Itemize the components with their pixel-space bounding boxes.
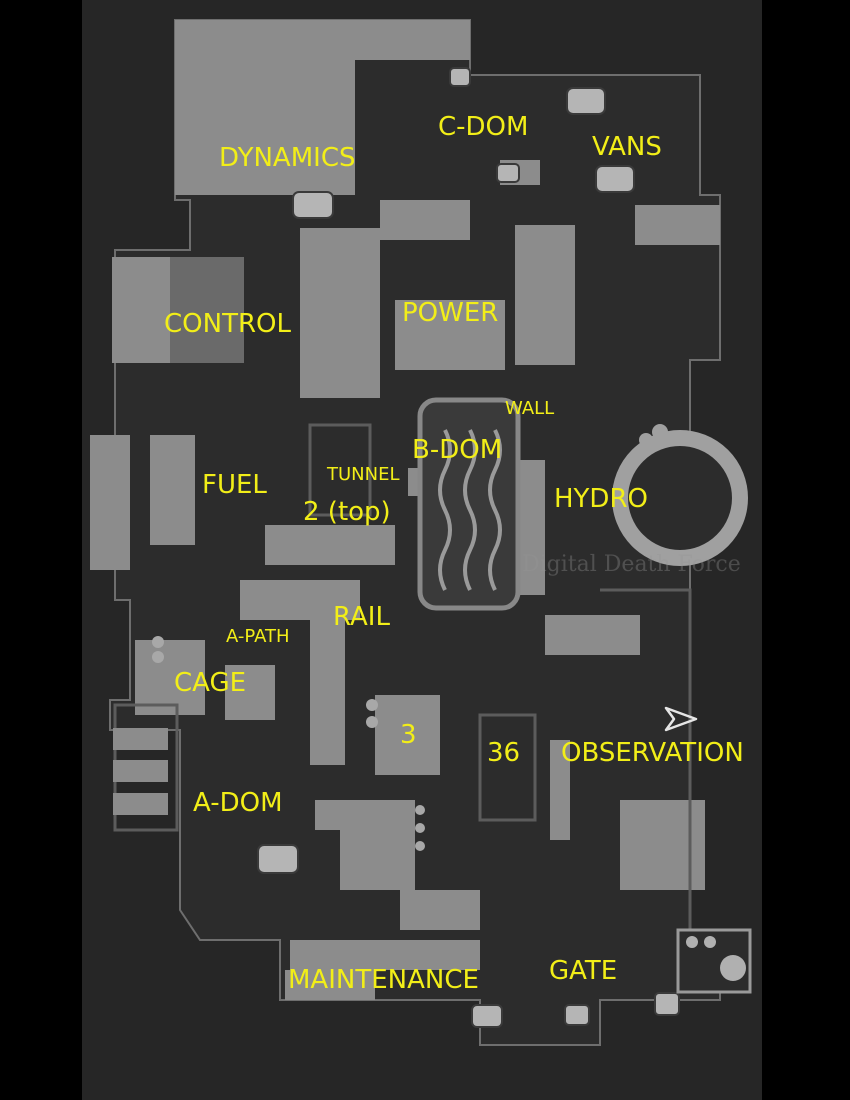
cage-building bbox=[225, 665, 275, 720]
observation-north-block bbox=[545, 615, 640, 655]
round-tanks bbox=[152, 636, 425, 851]
round-tank-icon bbox=[366, 699, 378, 711]
label-observation: OBSERVATION bbox=[561, 738, 744, 768]
watermark: Digital Death Force bbox=[522, 552, 741, 577]
label-fuel: FUEL bbox=[202, 470, 267, 500]
hydro-tank bbox=[612, 424, 748, 566]
vehicle-icon bbox=[595, 165, 635, 193]
vans-south-block bbox=[635, 205, 720, 245]
round-tank-icon bbox=[366, 716, 378, 728]
vehicle-icon bbox=[566, 87, 606, 115]
vehicle-icon bbox=[564, 1004, 590, 1026]
a-dom-small-block bbox=[315, 800, 345, 830]
maintenance-south-block bbox=[285, 970, 375, 1000]
round-tank-icon bbox=[415, 823, 425, 833]
power-east-block bbox=[515, 225, 575, 365]
vehicle-icon bbox=[496, 163, 520, 183]
label-power: POWER bbox=[402, 298, 499, 328]
building-3 bbox=[375, 695, 440, 775]
label-hydro: HYDRO bbox=[554, 484, 648, 514]
power-north-block bbox=[380, 200, 470, 240]
cage-west-block bbox=[135, 640, 205, 715]
rail-north-block bbox=[240, 580, 360, 620]
label-a-dom: A-DOM bbox=[193, 788, 283, 818]
label-control: CONTROL bbox=[164, 309, 291, 339]
vehicle-icon bbox=[449, 67, 471, 87]
label-tunnel-2-top: 2 (top) bbox=[303, 497, 391, 527]
label-rail: RAIL bbox=[333, 602, 390, 632]
label-a-path: A-PATH bbox=[226, 626, 290, 647]
map-layout bbox=[90, 19, 752, 1046]
gate-tank-room bbox=[676, 928, 752, 994]
observation-west-pillar bbox=[550, 740, 570, 840]
label-b-dom: B-DOM bbox=[412, 435, 503, 465]
round-tank-icon bbox=[415, 805, 425, 815]
vehicle-icon bbox=[471, 1004, 503, 1028]
cage-shelves bbox=[113, 728, 168, 815]
observation-building bbox=[620, 800, 705, 890]
maintenance-north-block bbox=[400, 890, 480, 930]
vehicle-icon bbox=[654, 992, 680, 1016]
control-west-block bbox=[112, 257, 170, 363]
control-room bbox=[170, 257, 244, 363]
label-36: 36 bbox=[487, 738, 521, 768]
player-marker-icon bbox=[664, 706, 698, 732]
vehicle-icon bbox=[292, 191, 334, 219]
label-maintenance: MAINTENANCE bbox=[288, 965, 479, 995]
tunnel-south-block bbox=[265, 525, 395, 565]
power-room bbox=[395, 300, 505, 370]
round-tank-icon bbox=[415, 841, 425, 851]
b-dom-pool bbox=[417, 397, 521, 611]
label-3: 3 bbox=[400, 720, 417, 750]
vehicle-icon bbox=[257, 844, 299, 874]
dynamics-building bbox=[175, 20, 355, 195]
label-dynamics: DYNAMICS bbox=[219, 143, 356, 173]
label-gate: GATE bbox=[549, 956, 618, 986]
label-wall: WALL bbox=[505, 398, 555, 419]
round-tank-icon bbox=[152, 636, 164, 648]
round-tank-icon bbox=[152, 651, 164, 663]
label-tunnel: TUNNEL bbox=[327, 464, 400, 485]
dynamics-upper-wall bbox=[355, 20, 470, 60]
vehicles bbox=[257, 67, 680, 1028]
maintenance-corridor bbox=[290, 940, 480, 970]
label-vans: VANS bbox=[592, 132, 662, 162]
fuel-west-block bbox=[90, 435, 130, 570]
label-cage: CAGE bbox=[174, 668, 247, 698]
a-dom-east-block bbox=[340, 800, 415, 890]
fuel-building bbox=[150, 435, 195, 545]
rail-pipe bbox=[310, 615, 345, 765]
label-c-dom: C-DOM bbox=[438, 112, 529, 142]
map-frame: Digital Death Force bbox=[82, 0, 762, 1100]
power-west-block bbox=[300, 228, 380, 398]
